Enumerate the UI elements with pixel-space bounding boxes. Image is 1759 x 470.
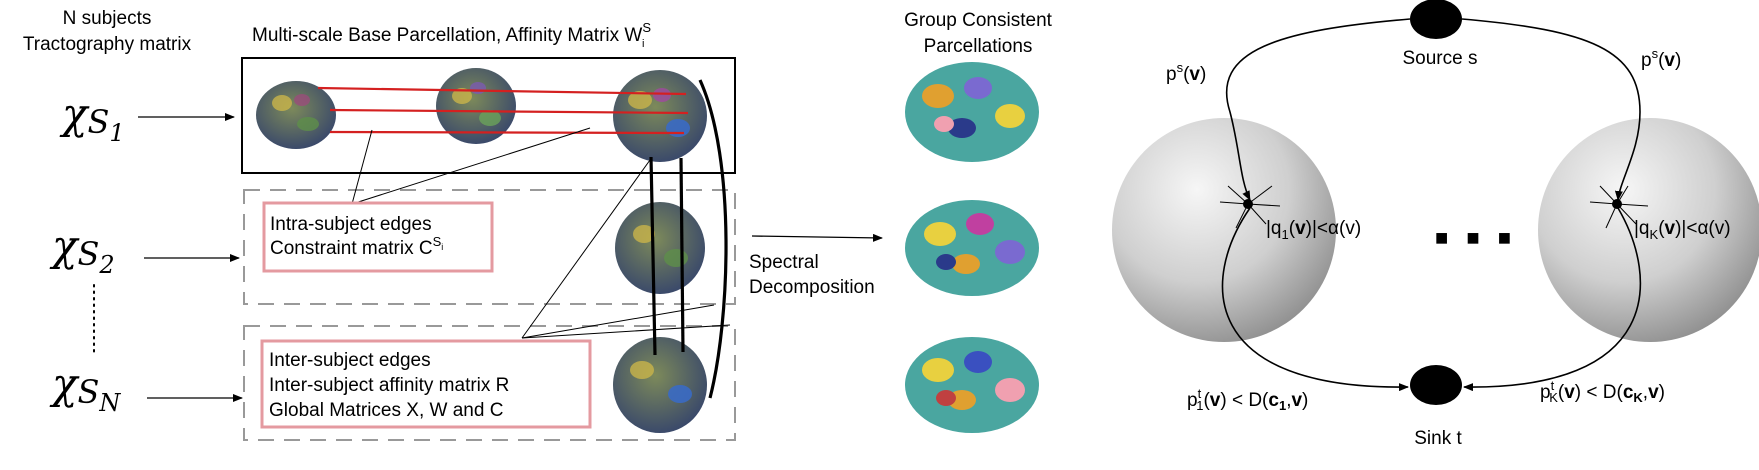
subject-1-box xyxy=(241,57,736,174)
col1-header-line2: Tractography matrix xyxy=(23,34,192,55)
left-sphere xyxy=(1112,118,1336,342)
col3-header-line2: Parcellations xyxy=(924,36,1033,57)
group-brain-1 xyxy=(905,62,1039,162)
subject-2-box xyxy=(243,189,736,305)
svg-text:χSN: χSN xyxy=(49,359,121,417)
flow-edges xyxy=(1221,18,1642,392)
subject-label-n: χSN xyxy=(49,359,121,417)
right-sphere xyxy=(1538,118,1759,342)
intra-subject-box xyxy=(262,201,494,273)
group-brain-3 xyxy=(905,337,1039,433)
inter-subject-line2: Inter-subject affinity matrix R xyxy=(269,375,509,396)
subject-label-1: χS1 xyxy=(59,89,125,147)
spectral-line2: Decomposition xyxy=(749,277,875,298)
intra-subject-line2: Constraint matrix CSi xyxy=(270,234,443,259)
left-sphere-rays xyxy=(1219,185,1281,229)
inter-subject-line1: Inter-subject edges xyxy=(269,350,431,371)
svg-text:χS2: χS2 xyxy=(49,221,115,279)
col2-header: Multi-scale Base Parcellation, Affinity … xyxy=(252,20,651,50)
intra-subject-red-edges xyxy=(317,86,689,135)
right-sphere-rays xyxy=(1589,185,1649,229)
inter-subject-box xyxy=(260,339,592,429)
connector-lines xyxy=(351,127,731,339)
sink-label: Sink t xyxy=(1414,428,1462,449)
svg-text:χS1: χS1 xyxy=(59,89,125,147)
inter-subject-edges xyxy=(649,79,728,399)
left-sphere-label: |q1(v)|<α(v) xyxy=(1266,218,1361,242)
col3-header-line1: Group Consistent xyxy=(904,10,1053,31)
brain-s1-scale1 xyxy=(256,81,336,149)
subject-n-box xyxy=(243,325,736,441)
group-brain-2 xyxy=(905,200,1039,296)
source-label: Source s xyxy=(1403,48,1478,69)
spectral-arrow xyxy=(751,233,883,242)
left-top-label: ps(v) xyxy=(1166,60,1206,85)
intra-subject-line1: Intra-subject edges xyxy=(270,214,432,235)
right-top-label: ps(v) xyxy=(1641,46,1681,71)
subject-label-2: χS2 xyxy=(49,221,115,279)
right-sphere-label: |qK(v)|<α(v) xyxy=(1634,218,1731,242)
brain-s1-scale3 xyxy=(613,70,707,162)
brain-sn xyxy=(613,337,707,433)
col1-header-line1: N subjects xyxy=(63,8,152,29)
spectral-line1: Spectral xyxy=(749,252,819,273)
source-node xyxy=(1410,0,1462,39)
inter-subject-line3: Global Matrices X, W and C xyxy=(269,400,503,421)
sink-node xyxy=(1410,365,1462,405)
spheres-ellipsis: ■ ■ ■ xyxy=(1435,225,1517,250)
brain-s2 xyxy=(615,202,705,294)
